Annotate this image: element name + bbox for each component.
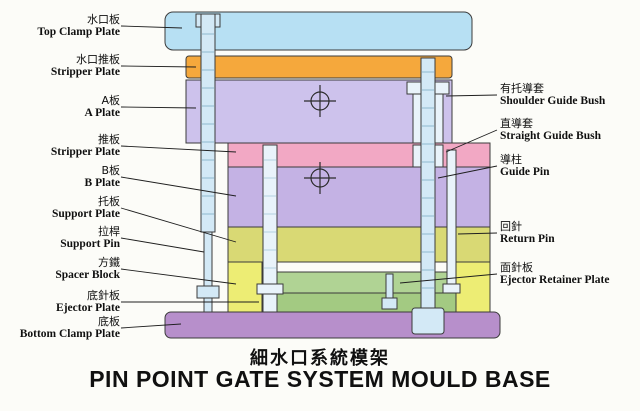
- support-pin-tip: [203, 297, 213, 313]
- label-top-clamp-plate: 水口板 Top Clamp Plate: [2, 13, 120, 39]
- top-clamp-plate-shape: [164, 11, 473, 51]
- label-stripper-plate: 推板 Stripper Plate: [2, 133, 120, 159]
- label-guide-pin-zh: 導柱: [500, 153, 522, 166]
- page-title-en: PIN POINT GATE SYSTEM MOULD BASE: [89, 366, 551, 392]
- return-pin: [446, 149, 457, 285]
- label-support-pin: 拉桿 Support Pin: [2, 225, 120, 251]
- label-b-plate-zh: B板: [101, 164, 120, 177]
- support-pin-collar: [196, 285, 220, 299]
- leader-ejector-retainer-plate: [399, 273, 498, 284]
- ejector-plate-shape: [261, 292, 457, 313]
- label-return-pin: 回針 Return Pin: [500, 220, 640, 246]
- support-pillar-base: [256, 283, 284, 295]
- leader-straight-guide-bush: [445, 129, 498, 153]
- label-a-plate-zh: A板: [101, 94, 120, 107]
- leader-lines: [120, 25, 498, 329]
- leader-return-pin: [457, 232, 498, 235]
- label-top-clamp-plate-en: Top Clamp Plate: [37, 26, 120, 38]
- leader-support-pin: [120, 237, 205, 253]
- label-support-plate-zh: 托板: [98, 195, 120, 208]
- label-shoulder-guide-bush-zh: 有托導套: [500, 82, 544, 95]
- label-shoulder-guide-bush: 有托導套 Shoulder Guide Bush: [500, 82, 640, 108]
- label-guide-pin-en: Guide Pin: [500, 166, 550, 178]
- leader-support-plate: [120, 207, 237, 243]
- label-guide-pin: 導柱 Guide Pin: [500, 153, 640, 179]
- label-ejector-retainer-plate: 面針板 Ejector Retainer Plate: [500, 261, 640, 287]
- ejector-screw-head: [381, 297, 398, 310]
- leader-top-clamp-plate: [120, 25, 183, 29]
- leader-shoulder-guide-bush: [445, 94, 498, 97]
- crosshair-mark-upper: [304, 85, 336, 117]
- center-marks: [304, 85, 336, 194]
- leader-b-plate: [120, 176, 237, 197]
- label-spacer-block: 方鐵 Spacer Block: [2, 256, 120, 282]
- leader-gate-stripper-plate: [120, 65, 197, 68]
- label-b-plate: B板 B Plate: [2, 164, 120, 190]
- pins-and-bushes: [195, 13, 461, 335]
- label-shoulder-guide-bush-en: Shoulder Guide Bush: [500, 95, 606, 107]
- label-spacer-block-en: Spacer Block: [55, 269, 120, 281]
- label-stripper-plate-en: Stripper Plate: [50, 146, 120, 158]
- label-ejector-plate: 底針板 Ejector Plate: [2, 289, 120, 315]
- label-stripper-plate-zh: 推板: [98, 133, 120, 146]
- label-a-plate-en: A Plate: [84, 107, 120, 119]
- crosshair-mark-lower: [304, 162, 336, 194]
- leader-spacer-block: [120, 268, 237, 285]
- label-gate-stripper-plate: 水口推板 Stripper Plate: [2, 53, 120, 79]
- label-support-plate: 托板 Support Plate: [2, 195, 120, 221]
- label-return-pin-zh: 回針: [500, 220, 522, 233]
- label-straight-guide-bush-en: Straight Guide Bush: [500, 130, 601, 142]
- page-title-zh: 細水口系統模架: [250, 348, 390, 369]
- support-pin-shaft: [200, 13, 216, 233]
- label-ejector-retainer-plate-en: Ejector Retainer Plate: [500, 274, 610, 286]
- guide-pin-hatch: [422, 71, 434, 289]
- label-ejector-retainer-plate-zh: 面針板: [500, 261, 533, 274]
- support-pin-lower-shaft: [203, 231, 213, 287]
- label-return-pin-en: Return Pin: [500, 233, 555, 245]
- leader-stripper-plate: [120, 145, 237, 153]
- label-ejector-plate-en: Ejector Plate: [56, 302, 120, 314]
- support-pillar-tip: [262, 293, 278, 313]
- leader-bottom-clamp-plate: [120, 323, 182, 329]
- label-gate-stripper-plate-zh: 水口推板: [76, 53, 120, 66]
- return-pin-foot: [442, 283, 461, 294]
- spacer-block-right-shape: [455, 261, 491, 313]
- label-straight-guide-bush-zh: 直導套: [500, 117, 533, 130]
- label-top-clamp-plate-zh: 水口板: [87, 13, 120, 26]
- label-support-pin-en: Support Pin: [60, 238, 120, 250]
- label-bottom-clamp-plate-en: Bottom Clamp Plate: [19, 328, 120, 340]
- bottom-clamp-plate-shape: [164, 311, 501, 339]
- label-straight-guide-bush: 直導套 Straight Guide Bush: [500, 117, 640, 143]
- label-support-pin-zh: 拉桿: [98, 225, 120, 238]
- label-spacer-block-zh: 方鐵: [98, 256, 120, 269]
- label-bottom-clamp-plate: 底板 Bottom Clamp Plate: [2, 315, 120, 341]
- leader-a-plate: [120, 106, 197, 109]
- support-pillar-hatch: [264, 159, 276, 269]
- ejector-screw-shaft: [385, 273, 394, 299]
- guide-pin-head: [411, 307, 445, 335]
- label-support-plate-en: Support Plate: [51, 208, 120, 220]
- label-gate-stripper-plate-en: Stripper Plate: [50, 66, 120, 78]
- gate-stripper-plate-shape: [185, 55, 453, 79]
- label-bottom-clamp-plate-zh: 底板: [98, 315, 120, 328]
- label-ejector-plate-zh: 底針板: [87, 289, 120, 302]
- support-pin-hatch: [202, 33, 214, 215]
- spacer-block-left-shape: [227, 261, 263, 313]
- leader-guide-pin: [437, 165, 498, 179]
- label-b-plate-en: B Plate: [84, 177, 120, 189]
- label-a-plate: A板 A Plate: [2, 94, 120, 120]
